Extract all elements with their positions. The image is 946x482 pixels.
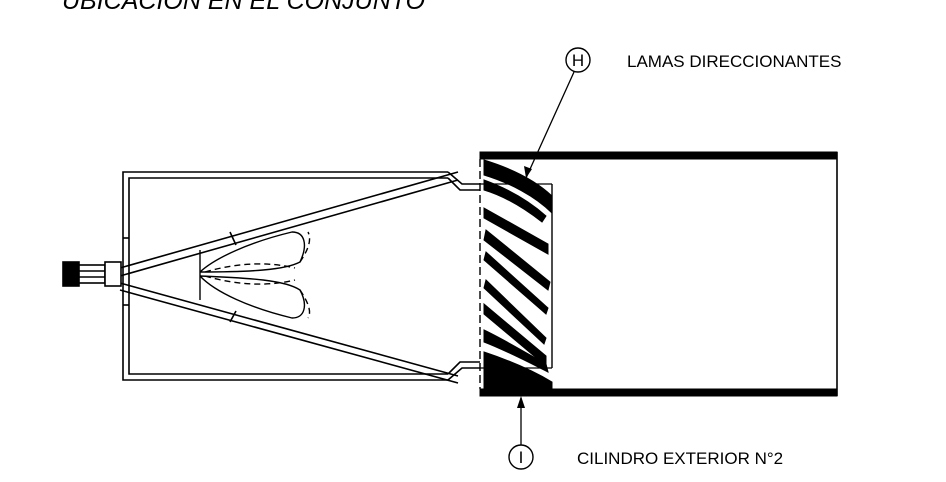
vane — [483, 329, 549, 373]
directing-vanes — [483, 159, 553, 390]
callout-i-tag: I — [519, 448, 524, 467]
vane — [483, 179, 547, 223]
vane — [483, 207, 549, 255]
support-arms — [119, 171, 480, 384]
callout-i-arrowhead — [517, 396, 525, 408]
callout-i-label: CILINDRO EXTERIOR N°2 — [577, 449, 783, 468]
callout-h-label: LAMAS DIRECCIONANTES — [627, 52, 841, 71]
callout-h-leader — [525, 71, 575, 179]
vane — [483, 279, 547, 345]
support-frame — [122, 171, 448, 381]
drawing-title: UBICACION EN EL CONJUNTO — [62, 0, 425, 15]
vane — [483, 229, 551, 291]
callout-h: H LAMAS DIRECCIONANTES — [524, 47, 841, 179]
vane — [483, 159, 553, 215]
callout-h-tag: H — [572, 51, 584, 70]
shaft-hub — [62, 261, 122, 287]
callout-i: I CILINDRO EXTERIOR N°2 — [508, 396, 783, 470]
vane — [483, 251, 549, 315]
vane — [483, 351, 553, 390]
blade-outline — [199, 231, 311, 319]
callout-h-circle — [565, 47, 591, 73]
callout-h-arrowhead — [524, 166, 532, 178]
